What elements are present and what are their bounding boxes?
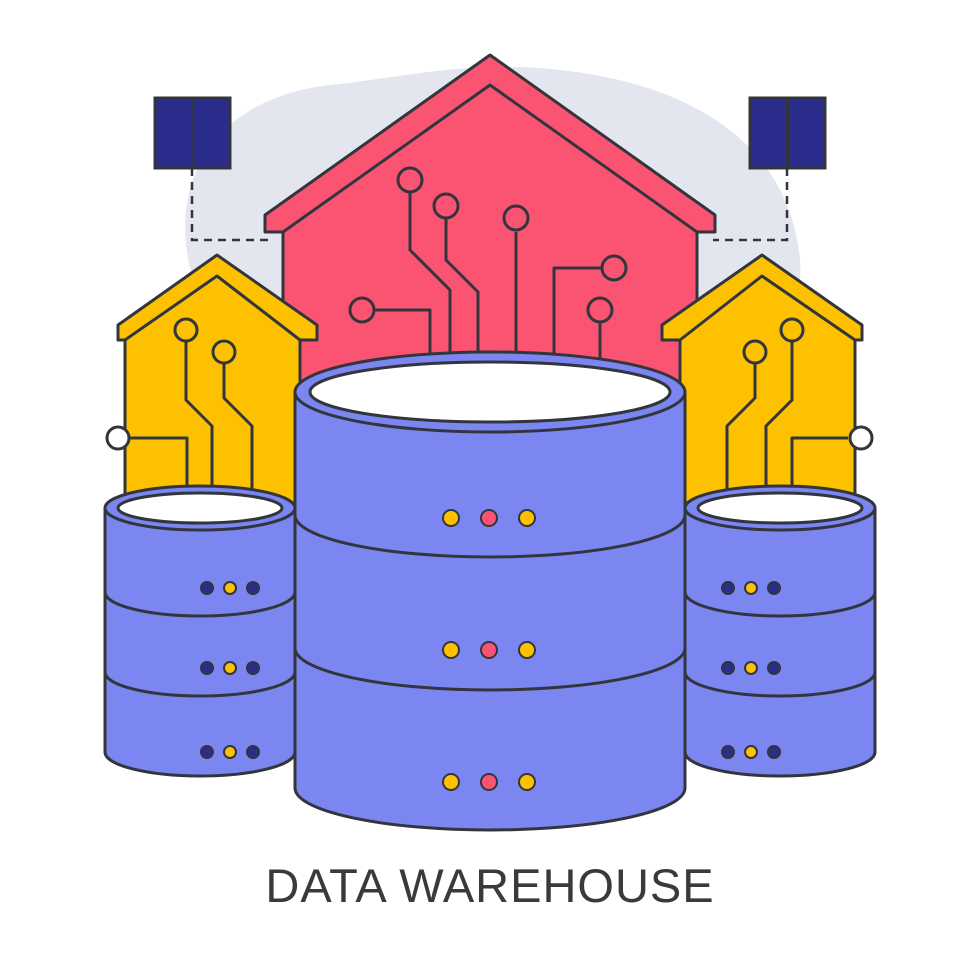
server-block-icon xyxy=(153,96,232,170)
right-house xyxy=(660,253,874,522)
dashed-connectors xyxy=(190,168,789,242)
right-house-icon xyxy=(660,253,864,522)
right-database xyxy=(683,484,877,778)
database-cylinder-icon xyxy=(103,484,297,778)
server-block-left xyxy=(153,96,232,170)
right-connector-line xyxy=(713,168,789,242)
illustration-caption: DATA WAREHOUSE xyxy=(265,859,715,912)
main-house xyxy=(263,53,717,432)
main-house-icon xyxy=(263,53,717,432)
status-led-icon xyxy=(200,581,260,759)
server-block-icon xyxy=(748,96,827,170)
left-connector-line xyxy=(190,168,268,242)
status-led-icon xyxy=(442,509,536,791)
server-block-right xyxy=(748,96,827,170)
main-database xyxy=(293,350,687,832)
database-cylinder-icon xyxy=(293,350,687,832)
database-cylinder-icon xyxy=(683,484,877,778)
circuit-trace-icon xyxy=(105,317,254,500)
circuit-trace-icon xyxy=(725,317,874,500)
circuit-trace-icon xyxy=(348,166,628,380)
status-led-icon xyxy=(721,581,781,759)
left-database xyxy=(103,484,297,778)
